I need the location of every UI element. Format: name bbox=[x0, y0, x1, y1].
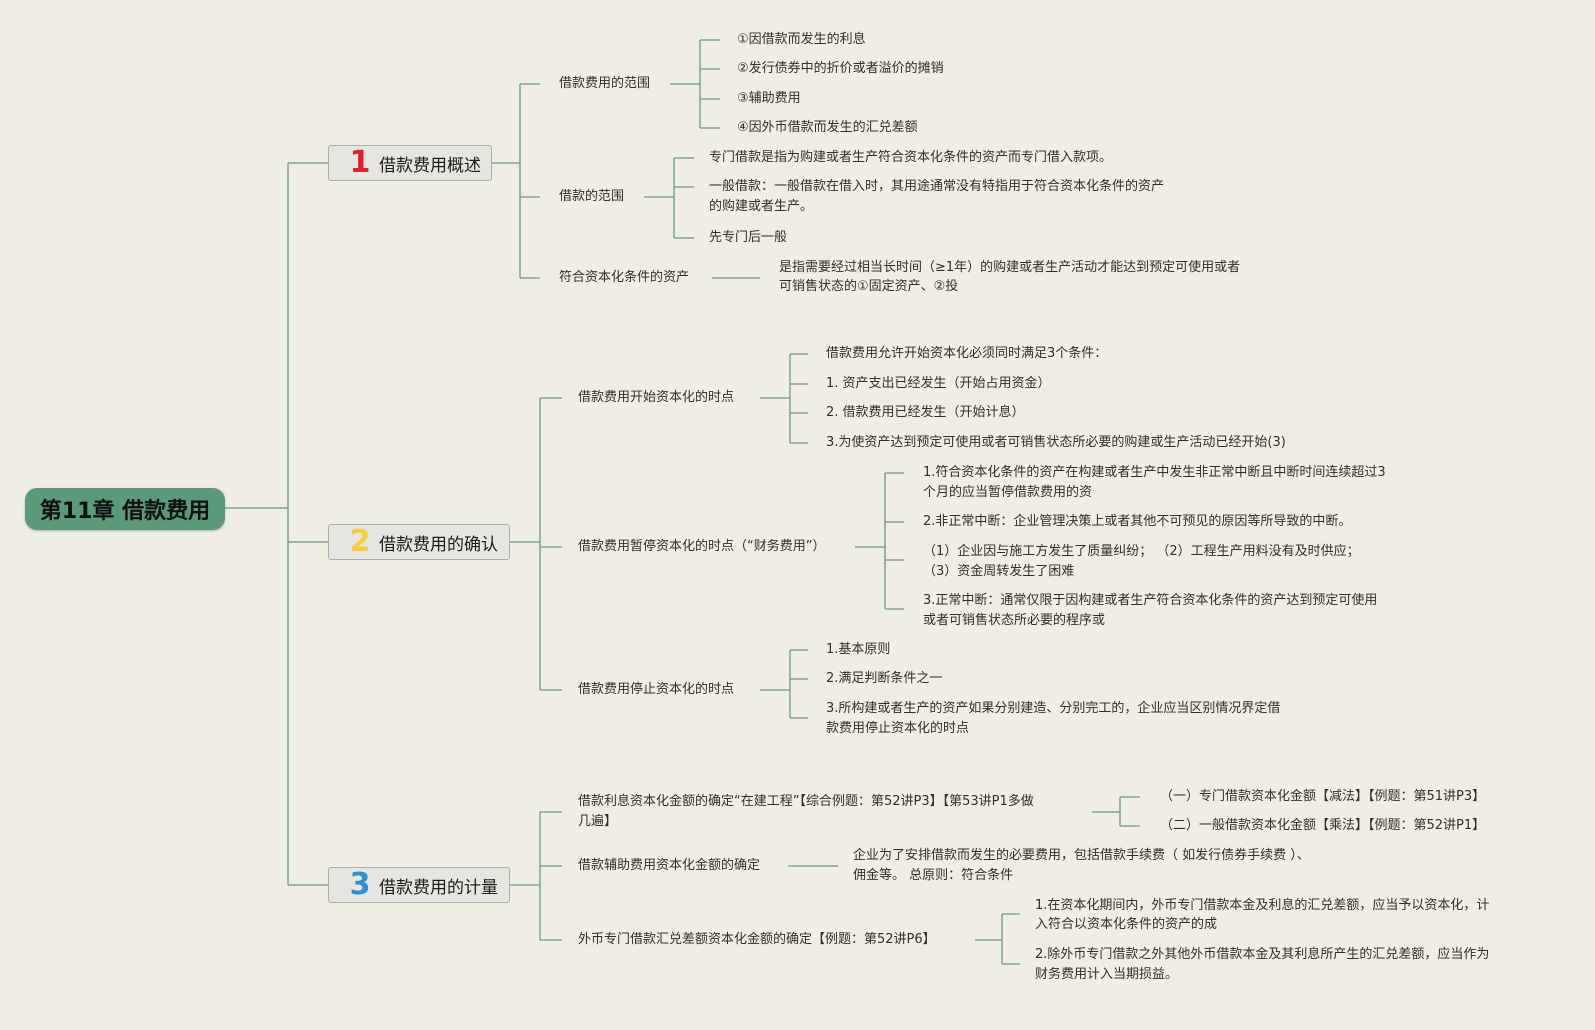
leaf-item[interactable]: （3）资金周转发生了困难 bbox=[923, 564, 1075, 579]
topic-fx-differences[interactable]: 外币专门借款汇兑差额资本化金额的确定【例题：第52讲P6】 bbox=[578, 932, 936, 947]
topic-interest-capitalization-cont[interactable]: 几遍】 bbox=[578, 814, 618, 829]
leaf-item[interactable]: 企业为了安排借款而发生的必要费用，包括借款手续费（ 如发行债券手续费 ）、 bbox=[853, 848, 1310, 863]
leaf-item[interactable]: ④因外币借款而发生的汇兑差额 bbox=[737, 120, 918, 135]
section-1-topic[interactable]: 1 借款费用概述 bbox=[328, 145, 492, 181]
leaf-item[interactable]: 专门借款是指为购建或者生产符合资本化条件的资产而专门借入款项。 bbox=[709, 150, 1113, 165]
section-3-topic[interactable]: 3 借款费用的计量 bbox=[328, 867, 510, 903]
leaf-item[interactable]: 2.非正常中断：企业管理决策上或者其他不可预见的原因等所导致的中断。 bbox=[923, 514, 1352, 529]
leaf-item[interactable]: （一）专门借款资本化金额【减法】【例题：第51讲P3】 bbox=[1160, 789, 1486, 804]
leaf-item[interactable]: 或者可销售状态所必要的程序或 bbox=[923, 613, 1106, 628]
topic-pause-capitalization[interactable]: 借款费用暂停资本化的时点（“财务费用”） bbox=[578, 539, 826, 554]
topic-qualifying-assets[interactable]: 符合资本化条件的资产 bbox=[559, 270, 690, 285]
topic-interest-capitalization[interactable]: 借款利息资本化金额的确定“在建工程”【综合例题：第52讲P3】【第53讲P1多做 bbox=[578, 794, 1034, 809]
leaf-item[interactable]: 入符合以资本化条件的资产的成 bbox=[1035, 917, 1218, 932]
leaf-item[interactable]: 财务费用计入当期损益。 bbox=[1035, 967, 1179, 982]
leaf-item[interactable]: 3.为使资产达到预定可使用或者可销售状态所必要的购建或生产活动已经开始(3) bbox=[826, 435, 1286, 450]
leaf-item[interactable]: 1.符合资本化条件的资产在构建或者生产中发生非正常中断且中断时间连续超过3 bbox=[923, 465, 1386, 480]
leaf-item[interactable]: 2. 借款费用已经发生（开始计息） bbox=[826, 405, 1025, 420]
leaf-item[interactable]: ③辅助费用 bbox=[737, 91, 801, 106]
root-topic[interactable]: 第11章 借款费用 bbox=[25, 488, 225, 530]
topic-auxiliary-costs[interactable]: 借款辅助费用资本化金额的确定 bbox=[578, 858, 761, 873]
leaf-item[interactable]: 3.所构建或者生产的资产如果分别建造、分别完工的，企业应当区别情况界定借 bbox=[826, 701, 1281, 716]
leaf-item[interactable]: 1.在资本化期间内，外币专门借款本金及利息的汇兑差额，应当予以资本化，计 bbox=[1035, 898, 1490, 913]
section-title: 借款费用的确认 bbox=[379, 534, 498, 555]
leaf-item[interactable]: （1）企业因与施工方发生了质量纠纷； （2）工程生产用料没有及时供应； bbox=[923, 544, 1360, 559]
topic-stop-capitalization[interactable]: 借款费用停止资本化的时点 bbox=[578, 682, 735, 697]
root-topic-label: 第11章 借款费用 bbox=[39, 499, 211, 524]
topic-start-capitalization[interactable]: 借款费用开始资本化的时点 bbox=[578, 390, 735, 405]
leaf-item[interactable]: 1. 资产支出已经发生（开始占用资金） bbox=[826, 376, 1051, 391]
section-title: 借款费用概述 bbox=[379, 155, 481, 176]
section-number: 3 bbox=[349, 867, 371, 902]
topic-scope-of-borrowing-costs[interactable]: 借款费用的范围 bbox=[559, 76, 651, 91]
leaf-item[interactable]: 是指需要经过相当长时间（≥1年）的购建或者生产活动才能达到预定可使用或者 bbox=[779, 260, 1241, 275]
leaf-item[interactable]: 款费用停止资本化的时点 bbox=[826, 721, 970, 736]
leaf-item[interactable]: 一般借款：一般借款在借入时，其用途通常没有特指用于符合资本化条件的资产 bbox=[709, 179, 1165, 194]
section-title: 借款费用的计量 bbox=[379, 877, 498, 898]
leaf-item[interactable]: 借款费用允许开始资本化必须同时满足3个条件： bbox=[826, 346, 1108, 361]
leaf-item[interactable]: （二）一般借款资本化金额【乘法】【例题：第52讲P1】 bbox=[1160, 818, 1486, 833]
section-2-topic[interactable]: 2 借款费用的确认 bbox=[328, 524, 510, 560]
leaf-item[interactable]: 可销售状态的①固定资产、②投 bbox=[779, 279, 959, 294]
leaf-item[interactable]: 的购建或者生产。 bbox=[709, 199, 814, 214]
leaf-item[interactable]: ①因借款而发生的利息 bbox=[737, 32, 866, 47]
leaf-item[interactable]: ②发行债券中的折价或者溢价的摊销 bbox=[737, 61, 944, 76]
leaf-item[interactable]: 佣金等。 总原则：符合条件 bbox=[853, 868, 1014, 883]
leaf-item[interactable]: 2.除外币专门借款之外其他外币借款本金及其利息所产生的汇兑差额，应当作为 bbox=[1035, 947, 1490, 962]
leaf-item[interactable]: 先专门后一般 bbox=[709, 230, 788, 245]
topic-scope-of-loans[interactable]: 借款的范围 bbox=[559, 189, 625, 204]
section-number: 2 bbox=[349, 524, 371, 559]
leaf-item[interactable]: 3.正常中断：通常仅限于因构建或者生产符合资本化条件的资产达到预定可使用 bbox=[923, 593, 1378, 608]
section-number: 1 bbox=[349, 145, 371, 180]
leaf-item[interactable]: 2.满足判断条件之一 bbox=[826, 671, 943, 686]
leaf-item[interactable]: 个月的应当暂停借款费用的资 bbox=[923, 485, 1093, 500]
leaf-item[interactable]: 1.基本原则 bbox=[826, 642, 891, 657]
